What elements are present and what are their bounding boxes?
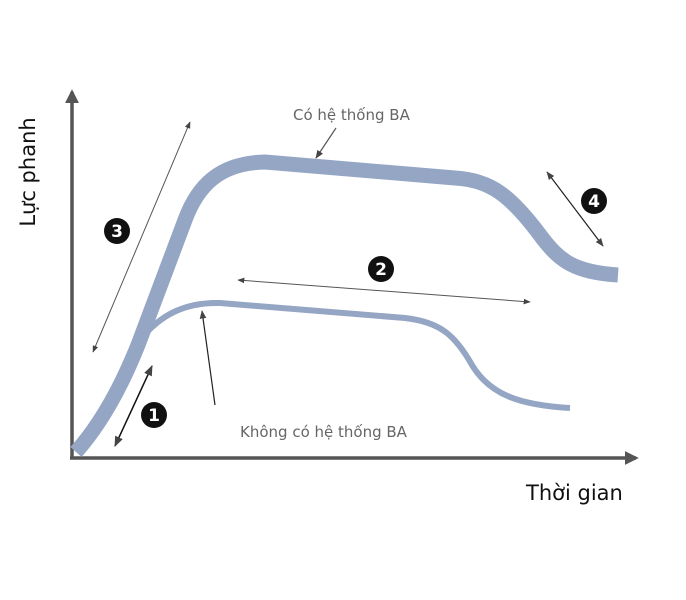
marker-4: 4 bbox=[581, 188, 607, 214]
marker-3: 3 bbox=[104, 218, 130, 244]
without-ba-pointer-arrow bbox=[199, 310, 216, 406]
svg-text:1: 1 bbox=[148, 406, 160, 426]
marker-1: 1 bbox=[141, 402, 167, 428]
phase-1-arrow bbox=[114, 365, 153, 447]
svg-text:2: 2 bbox=[375, 260, 387, 280]
phase-2-arrow bbox=[237, 277, 531, 305]
x-axis-label: Thời gian bbox=[525, 481, 623, 505]
phase-3-arrow bbox=[92, 121, 191, 353]
y-axis-label: Lực phanh bbox=[16, 117, 40, 226]
svg-text:3: 3 bbox=[111, 222, 123, 242]
marker-2: 2 bbox=[368, 256, 394, 282]
svg-text:4: 4 bbox=[588, 192, 600, 212]
with-ba-pointer-arrow bbox=[315, 127, 337, 159]
curve-without-ba bbox=[137, 299, 571, 411]
phase-4-arrow bbox=[546, 171, 604, 247]
with-ba-label: Có hệ thống BA bbox=[293, 106, 411, 124]
without-ba-label: Không có hệ thống BA bbox=[240, 423, 408, 441]
